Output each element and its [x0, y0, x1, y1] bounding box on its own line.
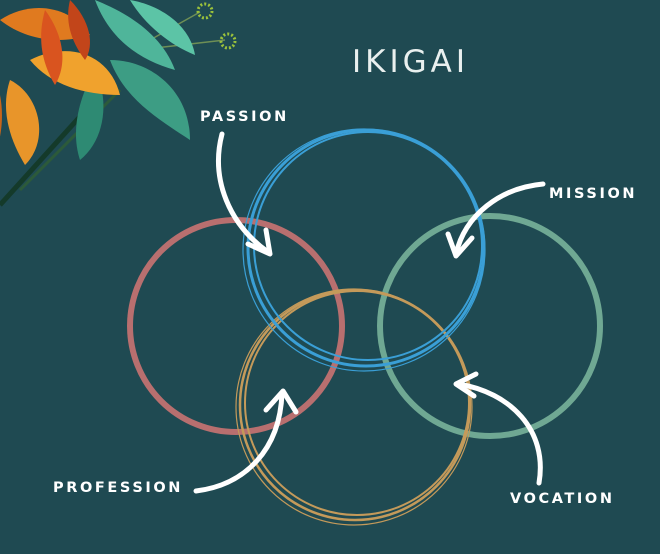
vocation-arrow: [453, 371, 543, 486]
mission-circle: [377, 213, 603, 439]
mission-arrow: [445, 181, 546, 259]
profession-label: PROFESSION: [53, 480, 184, 496]
mission-label: MISSION: [549, 186, 638, 202]
passion-label: PASSION: [200, 109, 289, 125]
passion-arrow: [216, 131, 273, 257]
vocation-circle: [235, 288, 473, 526]
passion-circle: [242, 128, 486, 372]
page-title: IKIGAI: [352, 44, 469, 80]
vocation-label: VOCATION: [510, 491, 615, 507]
lily-flowers-illustration: [0, 0, 237, 207]
profession-arrow: [193, 388, 299, 494]
